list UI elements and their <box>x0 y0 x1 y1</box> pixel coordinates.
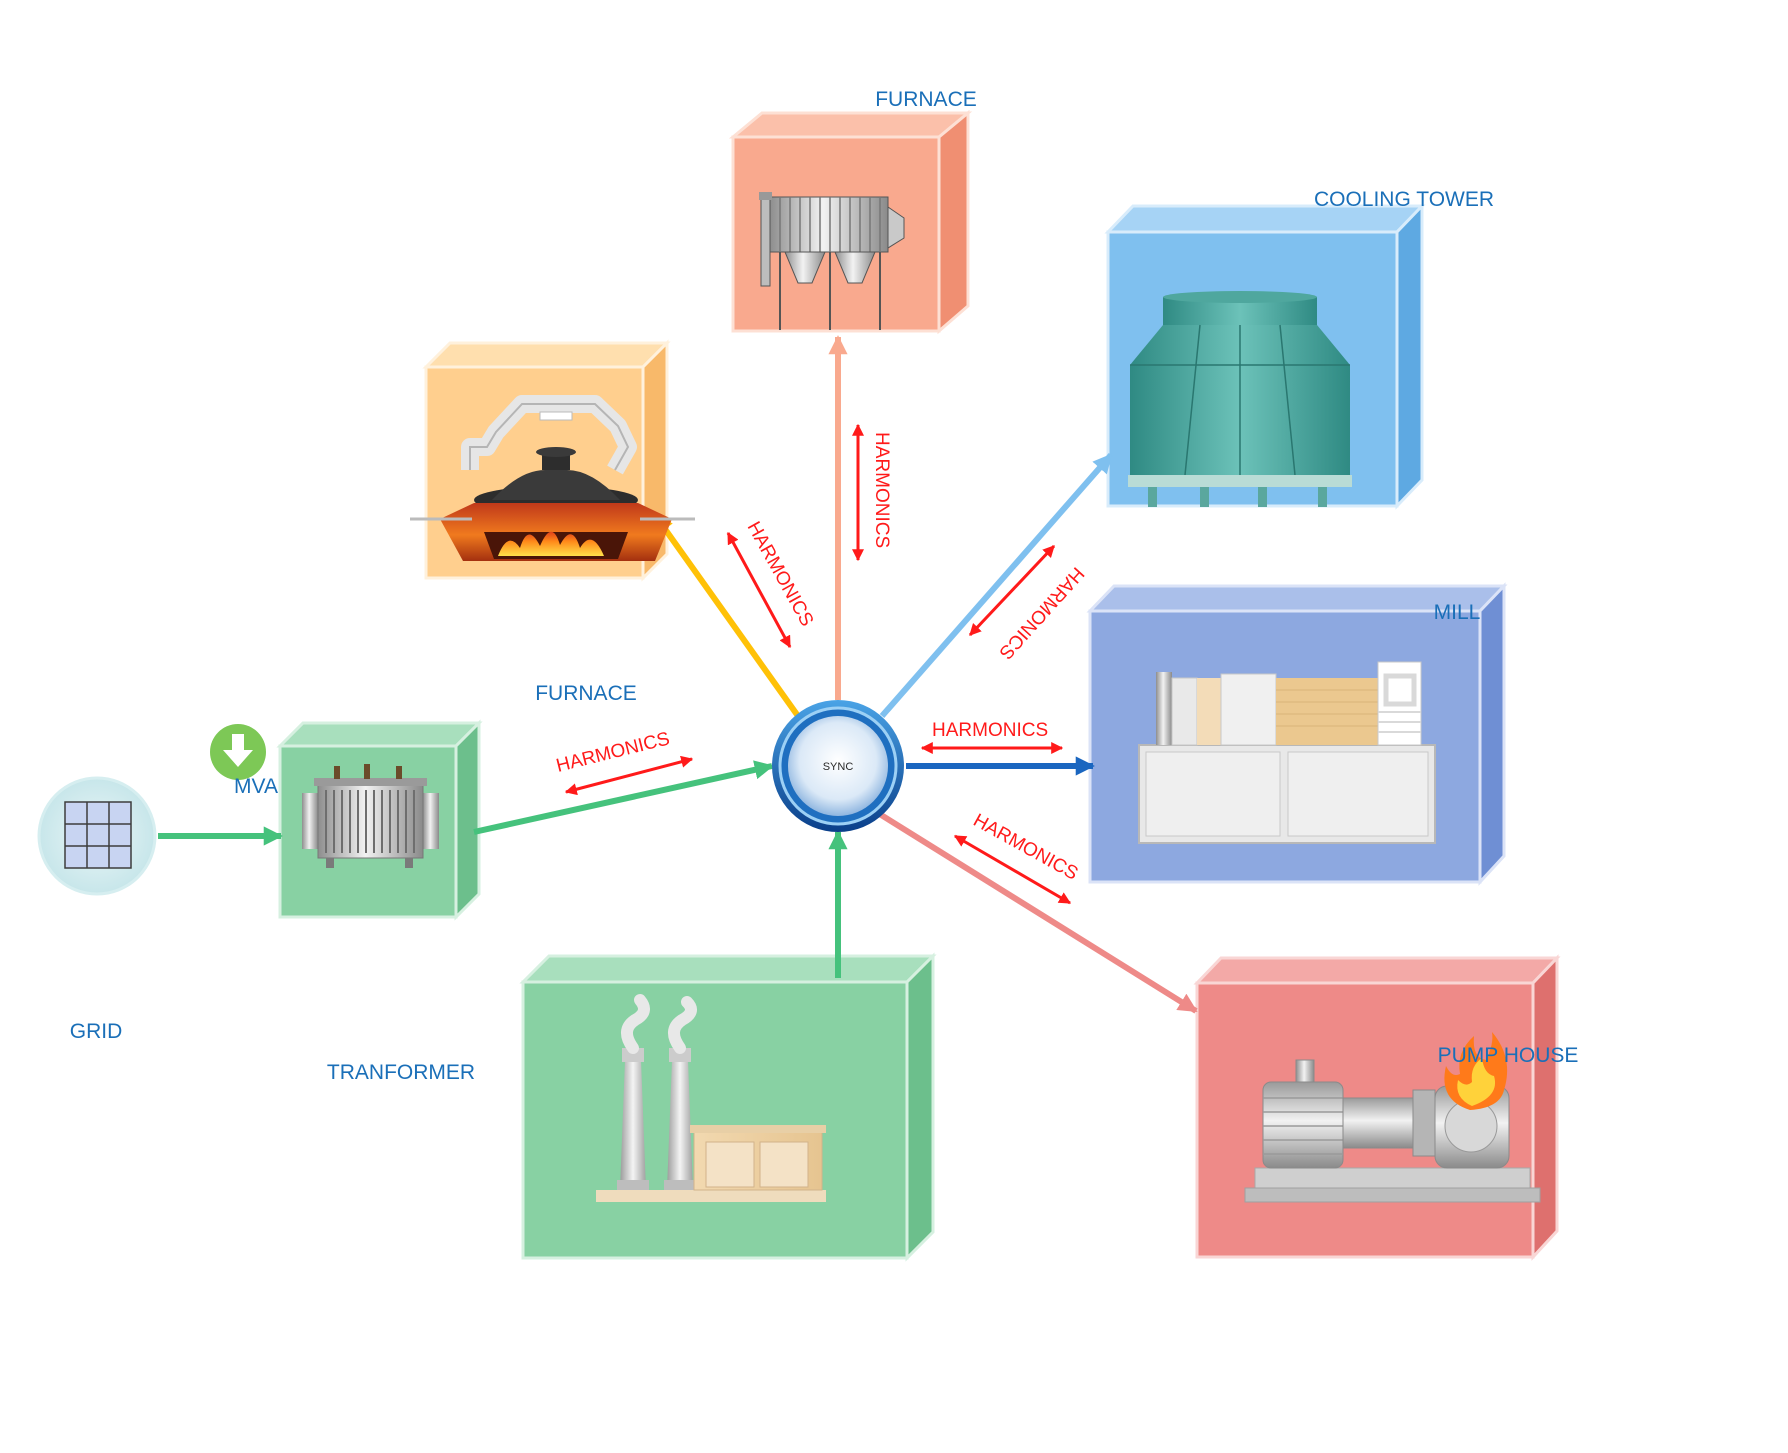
power-plant-icon <box>596 994 826 1202</box>
harmonics-arrow-transformer <box>564 755 694 796</box>
furnace-left-label: FURNACE <box>535 682 637 705</box>
harmonics-arrow-cooling-tower <box>968 544 1056 637</box>
transformer-label: TRANFORMER <box>327 1061 475 1084</box>
harmonics-label-mill: HARMONICS <box>932 720 1048 741</box>
transformer-to-sync-arrow <box>473 760 774 835</box>
baghouse-icon <box>759 192 905 330</box>
mill-label: MILL <box>1434 601 1481 624</box>
sync-to-pump-house-arrow <box>876 810 1198 1014</box>
pump-icon <box>1244 1059 1541 1203</box>
harmonics-arrow-furnace-left <box>726 531 792 649</box>
harmonics-label-furnace-top: HARMONICS <box>871 432 892 548</box>
mva-down-arrow-icon <box>210 724 266 780</box>
harmonics-label-pump-house: HARMONICS <box>970 810 1082 885</box>
sync-to-furnace-left-arrow <box>652 513 801 718</box>
solar-panel-icon <box>64 801 132 869</box>
mill-icon <box>1138 661 1436 844</box>
power-plant-box[interactable] <box>519 952 937 1262</box>
harmonics-arrow-pump-house <box>953 834 1072 905</box>
sync-node[interactable]: SYNC <box>772 700 904 832</box>
transformer-icon <box>302 764 439 868</box>
cooling-tower-label: COOLING TOWER <box>1314 188 1494 211</box>
mva-label: MVA <box>234 775 278 798</box>
sync-label: SYNC <box>823 761 854 773</box>
arc-furnace-icon <box>410 395 695 561</box>
furnace-top-label: FURNACE <box>875 88 977 111</box>
harmonics-label-furnace-left: HARMONICS <box>743 518 818 630</box>
cooling-tower-icon <box>1128 291 1352 507</box>
grid-label: GRID <box>70 1020 123 1043</box>
harmonics-label-cooling-tower: HARMONICS <box>995 563 1088 663</box>
fire-icon <box>1444 1032 1508 1110</box>
pump-house-label: PUMP HOUSE <box>1438 1044 1579 1067</box>
grid-node[interactable] <box>37 776 157 896</box>
